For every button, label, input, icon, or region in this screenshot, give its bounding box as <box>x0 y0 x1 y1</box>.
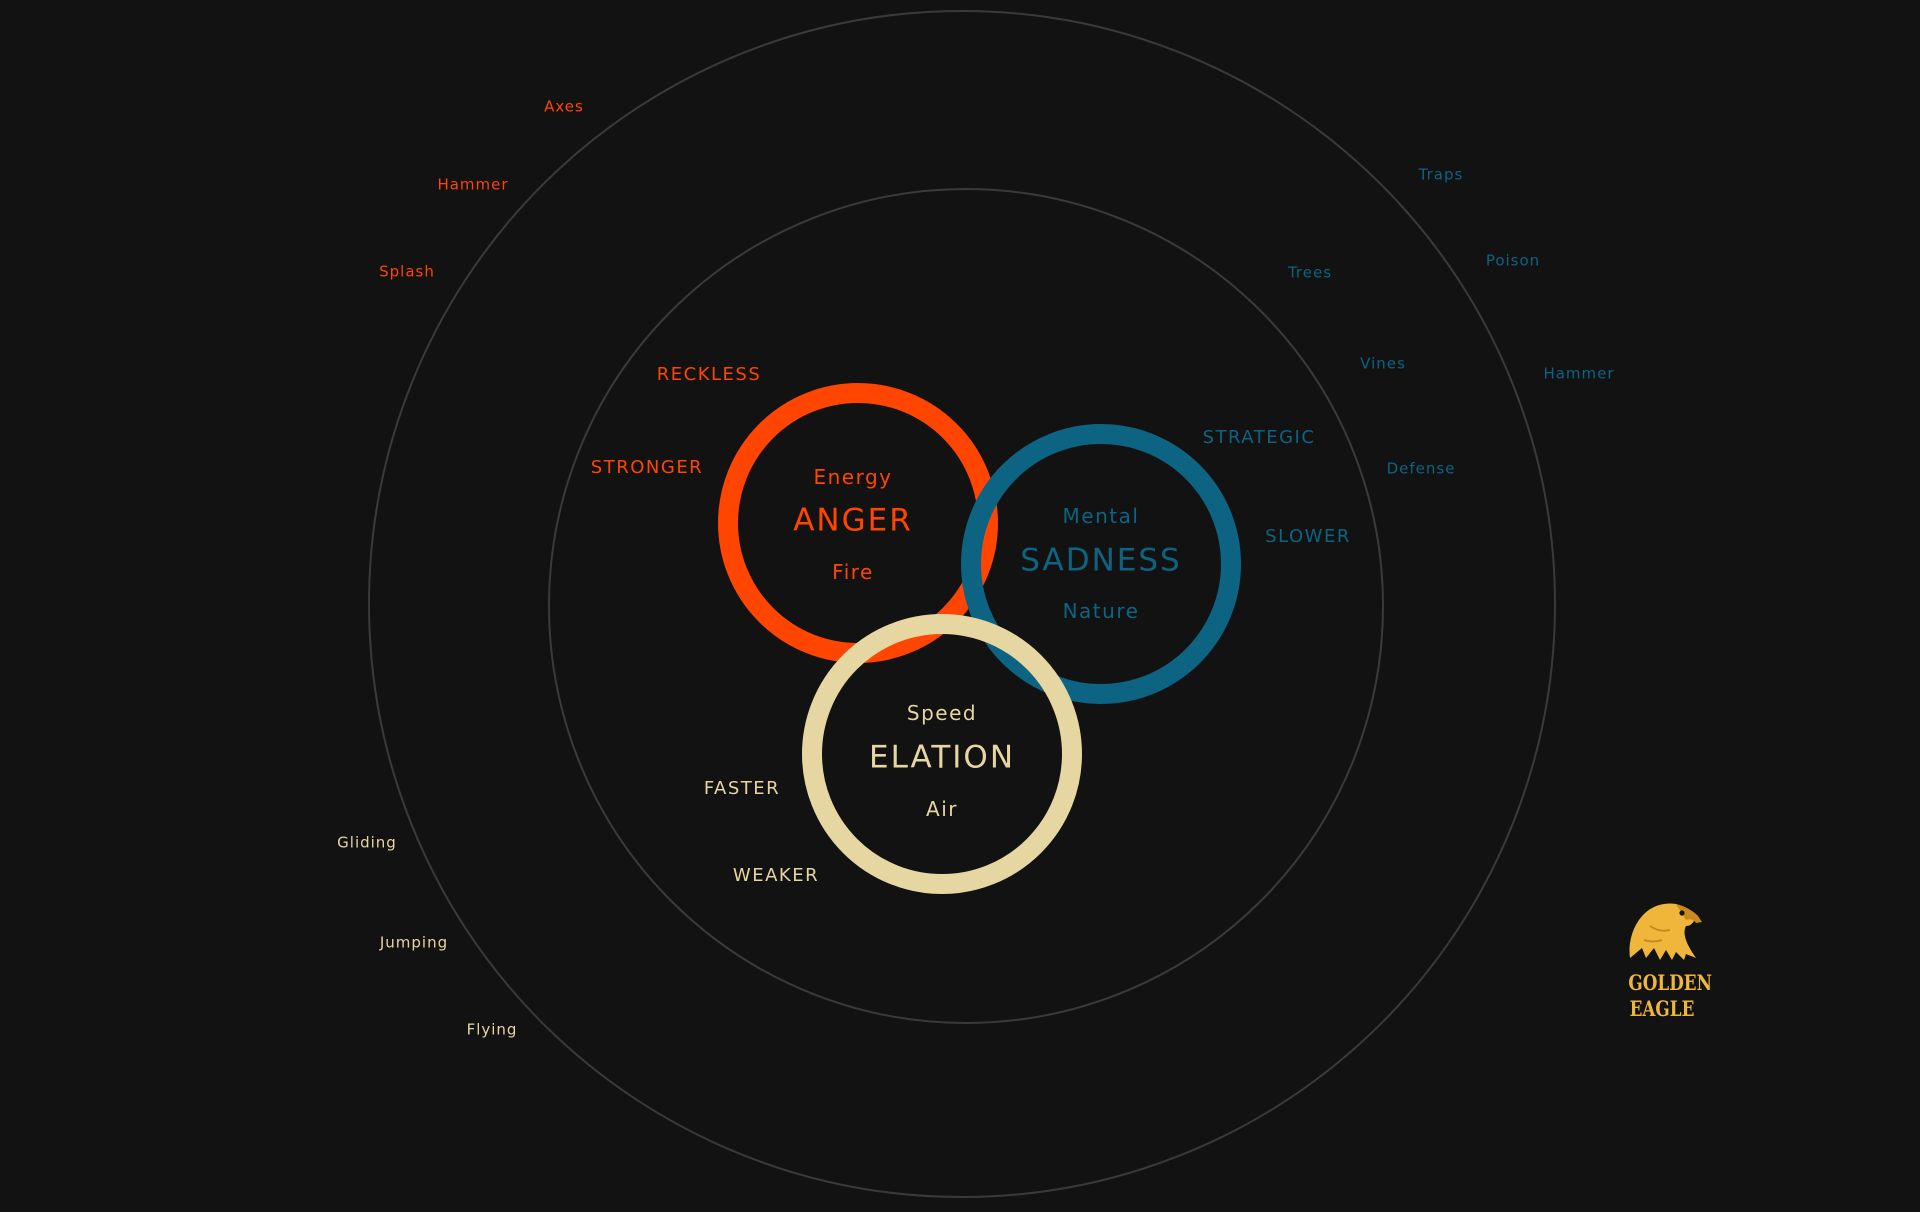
eagle-head-icon <box>1629 903 1702 960</box>
elation-ability-flying: Flying <box>466 1020 518 1039</box>
inner-ring <box>548 188 1384 1024</box>
sadness-circle <box>961 424 1241 704</box>
sadness-ability-defense: Defense <box>1386 459 1456 478</box>
logo-line-golden: GOLDEN <box>1628 970 1712 995</box>
sadness-bottom-label: Nature <box>1062 599 1140 623</box>
elation-circle <box>802 614 1082 894</box>
sadness-ability-vines: Vines <box>1360 354 1406 373</box>
sadness-ability-poison: Poison <box>1485 251 1541 270</box>
elation-ability-jumping: Jumping <box>379 933 449 952</box>
outer-ring <box>368 10 1556 1198</box>
sadness-top-label: Mental <box>1062 504 1140 528</box>
anger-trait-stronger: STRONGER <box>590 457 704 478</box>
anger-title: ANGER <box>793 502 913 539</box>
anger-ability-splash: Splash <box>379 262 435 281</box>
anger-ability-hammer: Hammer <box>437 175 509 194</box>
elation-ability-gliding: Gliding <box>337 833 397 852</box>
anger-ability-axes: Axes <box>544 97 584 116</box>
sadness-trait-slower: SLOWER <box>1265 526 1351 547</box>
logo-line-eagle: EAGLE <box>1629 996 1695 1021</box>
anger-trait-reckless: RECKLESS <box>656 364 762 385</box>
sadness-ability-trees: Trees <box>1287 263 1333 282</box>
elation-trait-faster: FASTER <box>703 778 781 799</box>
sadness-title: SADNESS <box>1020 542 1182 579</box>
sadness-ability-traps: Traps <box>1418 165 1464 184</box>
elation-title: ELATION <box>868 739 1016 776</box>
sadness-trait-strategic: STRATEGIC <box>1202 427 1316 448</box>
elation-bottom-label: Air <box>926 797 958 821</box>
anger-bottom-label: Fire <box>832 560 874 584</box>
elation-top-label: Speed <box>906 701 978 725</box>
golden-eagle-logo: GOLDEN EAGLE <box>1620 896 1712 1022</box>
sadness-ability-hammer: Hammer <box>1543 364 1615 383</box>
elation-trait-weaker: WEAKER <box>732 865 820 886</box>
anger-top-label: Energy <box>813 465 893 489</box>
